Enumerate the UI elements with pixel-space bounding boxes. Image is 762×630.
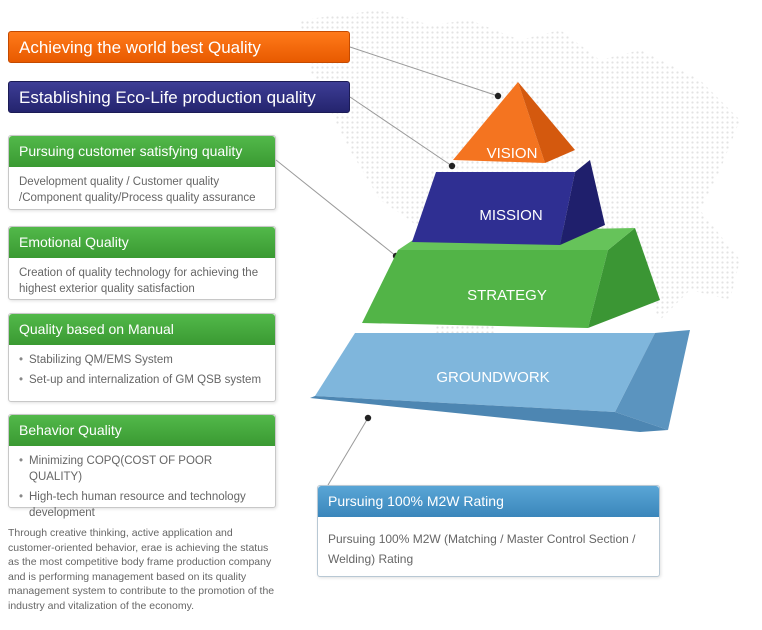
connector-dot xyxy=(364,414,372,422)
list-item: High-tech human resource and technology … xyxy=(19,489,267,521)
card-title: Emotional Quality xyxy=(9,227,275,258)
connector-line xyxy=(349,46,499,97)
emotional-quality-card: Emotional Quality Creation of quality te… xyxy=(8,226,276,300)
card-title: Pursuing 100% M2W Rating xyxy=(318,486,659,517)
tier-label-strategy: STRATEGY xyxy=(467,287,547,304)
connector-line xyxy=(327,417,369,486)
quality-based-on-manual-card: Quality based on Manual Stabilizing QM/E… xyxy=(8,313,276,402)
list-item: Minimizing COPQ(COST OF POOR QUALITY) xyxy=(19,453,267,485)
card-body: Pursuing 100% M2W (Matching / Master Con… xyxy=(328,532,636,566)
strategy-tier xyxy=(362,228,660,328)
m2w-rating-card: Pursuing 100% M2W Rating Pursuing 100% M… xyxy=(317,485,660,577)
description-paragraph: Through creative thinking, active applic… xyxy=(8,527,275,612)
tier-label-vision: VISION xyxy=(487,145,538,162)
world-best-quality-banner: Achieving the world best Quality xyxy=(8,31,350,63)
list-item: Set-up and internalization of GM QSB sys… xyxy=(19,372,267,388)
connector-dot xyxy=(448,162,456,170)
connector-line xyxy=(275,159,397,257)
vision-tier xyxy=(453,82,575,163)
customer-satisfying-quality-card: Pursuing customer satisfying quality Dev… xyxy=(8,135,276,210)
card-body: Development quality / Customer quality /… xyxy=(19,176,256,204)
mission-tier xyxy=(412,160,605,245)
connector-dot xyxy=(494,92,502,100)
card-title: Pursuing customer satisfying quality xyxy=(9,136,275,167)
groundwork-tier xyxy=(310,330,690,432)
connector-line xyxy=(349,96,453,167)
tier-label-mission: MISSION xyxy=(479,207,542,224)
tier-label-groundwork: GROUNDWORK xyxy=(436,369,549,386)
card-title: Behavior Quality xyxy=(9,415,275,446)
eco-life-quality-banner: Establishing Eco-Life production quality xyxy=(8,81,350,113)
card-body: Creation of quality technology for achie… xyxy=(19,267,259,295)
card-title: Quality based on Manual xyxy=(9,314,275,345)
behavior-quality-card: Behavior Quality Minimizing COPQ(COST OF… xyxy=(8,414,276,519)
list-item: Stabilizing QM/EMS System xyxy=(19,352,267,368)
